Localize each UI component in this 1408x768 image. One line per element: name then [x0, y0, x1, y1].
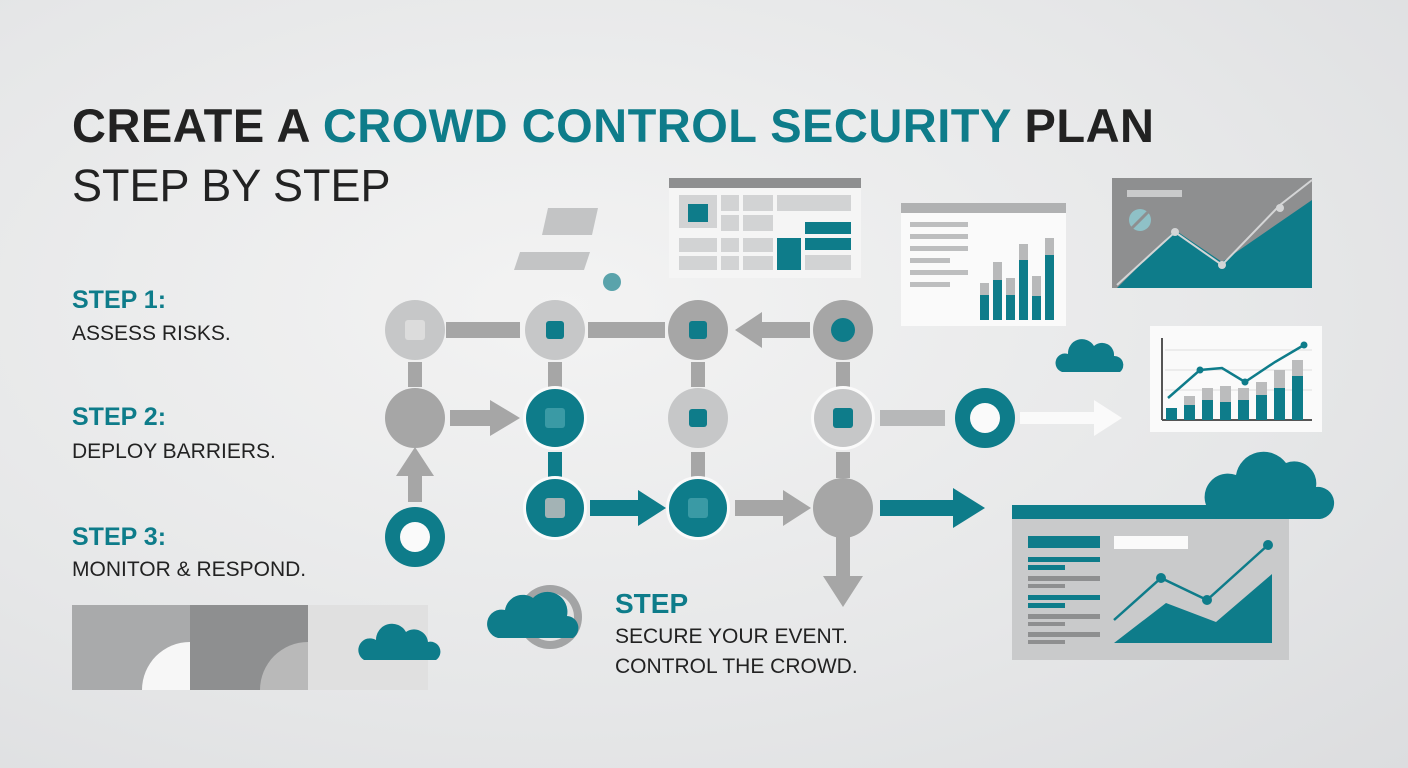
- page-title: CREATE A CROWD CONTROL SECURITY PLAN: [72, 98, 1155, 153]
- node: [668, 388, 728, 448]
- node: [523, 476, 587, 540]
- node: [385, 300, 445, 360]
- title-highlight: CROWD CONTROL SECURITY: [322, 99, 1011, 152]
- start-node-ring: [385, 507, 445, 567]
- page-subtitle: STEP BY STEP: [72, 160, 391, 211]
- report-window-bar-chart: [901, 203, 1066, 326]
- title-suffix: PLAN: [1011, 99, 1155, 152]
- node: [813, 300, 873, 360]
- node: [811, 386, 875, 450]
- flow-nodes: [385, 300, 1015, 567]
- analytics-dashboard: [1012, 451, 1335, 660]
- cloud-icon: [358, 623, 441, 660]
- title-prefix: CREATE A: [72, 99, 323, 152]
- step-1-text: ASSESS RISKS.: [72, 322, 231, 345]
- step-3-heading: STEP 3:: [72, 523, 167, 551]
- node: [668, 300, 728, 360]
- node: [813, 478, 873, 538]
- callout-line-1: SECURE YOUR EVENT.: [615, 625, 848, 648]
- growth-chart-panel: [1150, 326, 1322, 432]
- arrow-right-icon: [450, 400, 520, 436]
- arrow-right-icon: [880, 488, 985, 528]
- step-3-text: MONITOR & RESPOND.: [72, 558, 307, 581]
- cloud-network-icon: [1204, 451, 1335, 519]
- node: [525, 300, 585, 360]
- arrow-down-icon: [823, 535, 863, 607]
- arrow-up-icon: [396, 447, 434, 502]
- cloud-icon: [1055, 339, 1124, 372]
- arrow-right-icon: [1020, 400, 1122, 436]
- cloud-callout-icon: [487, 585, 582, 649]
- arrow-right-icon: [735, 490, 811, 526]
- step-2-heading: STEP 2:: [72, 403, 167, 431]
- node: [523, 386, 587, 450]
- step-2-text: DEPLOY BARRIERS.: [72, 440, 276, 463]
- flow-connectors: [396, 312, 1122, 607]
- end-node-ring: [955, 388, 1015, 448]
- callout-line-2: CONTROL THE CROWD.: [615, 655, 858, 678]
- dashboard-window-grid: [669, 178, 861, 278]
- node: [666, 476, 730, 540]
- node: [385, 388, 445, 448]
- area-chart-panel: [1112, 178, 1313, 288]
- arrow-right-icon: [590, 490, 666, 526]
- step-1-heading: STEP 1:: [72, 286, 167, 314]
- callout-heading: STEP: [615, 588, 689, 619]
- arrow-left-icon: [735, 312, 810, 348]
